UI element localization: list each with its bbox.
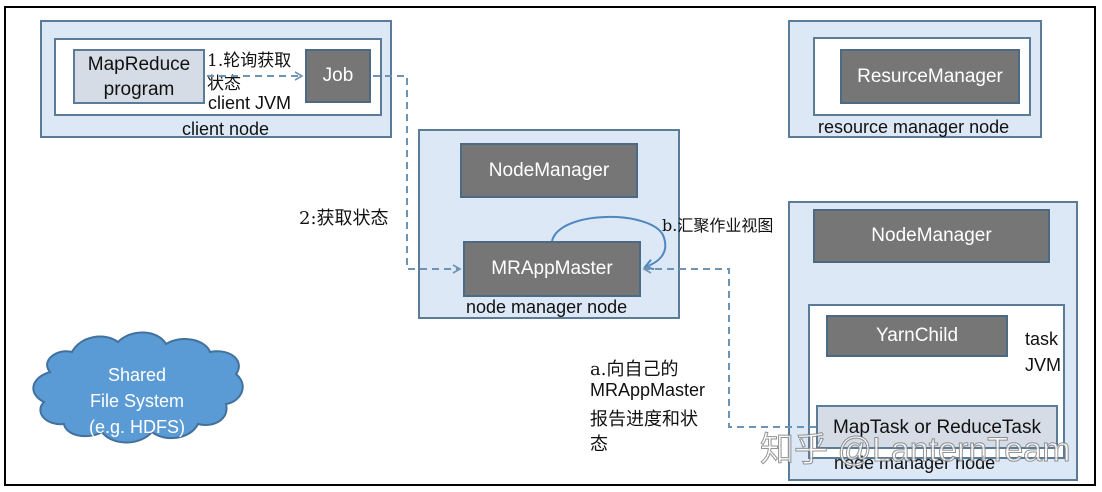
cloud-label: Shared File System (e.g. HDFS) (62, 362, 212, 440)
client-jvm-label: client JVM (208, 93, 292, 113)
task-node-label: node manager node (834, 453, 996, 473)
report-arrow (642, 264, 816, 428)
mapreduce-program-box: MapReduce program (73, 49, 205, 104)
task-jvm-label-1: task (1025, 329, 1059, 349)
poll-status-label-1: 1.轮询获取 (207, 51, 292, 71)
mrappmaster-label: MRAppMaster (491, 258, 613, 279)
report-label-4: 态 (590, 434, 608, 455)
resource-manager-node-label: resource manager node (818, 117, 1010, 137)
cloud-label-line3: (e.g. HDFS) (88, 417, 185, 437)
mrappmaster-box: MRAppMaster (463, 241, 641, 297)
maptask-label: MapTask or ReduceTask (832, 416, 1042, 438)
task-jvm-label-2: JVM (1025, 355, 1061, 375)
aggregate-label: b.汇聚作业视图 (662, 216, 774, 235)
nodemanager-label-2: NodeManager (871, 225, 992, 246)
nodemanager-box-2: NodeManager (813, 209, 1050, 263)
appmaster-node-label: node manager node (466, 297, 628, 317)
yarnchild-label: YarnChild (875, 325, 959, 346)
job-label: Job (322, 65, 354, 86)
maptask-box: MapTask or ReduceTask (816, 405, 1058, 449)
cloud-label-line2: File System (89, 391, 185, 411)
yarnchild-box: YarnChild (826, 315, 1008, 357)
mapreduce-program-label: MapReduce program (87, 53, 191, 100)
resource-manager-label: ResurceManager (857, 65, 1003, 87)
cloud-label-line1: Shared (107, 365, 167, 385)
get-status-arrow (373, 75, 462, 274)
client-node-label: client node (182, 119, 270, 139)
shared-fs-cloud (32, 331, 244, 444)
resource-manager-box: ResurceManager (840, 49, 1020, 104)
report-label-3: 报告进度和状 (590, 409, 698, 430)
nodemanager-label-1: NodeManager (488, 159, 610, 181)
watermark: 知乎 @LanternTeam (759, 431, 1071, 470)
get-status-label: 2:获取状态 (299, 208, 389, 229)
poll-status-label-2: 状态 (207, 74, 241, 94)
nodemanager-box-1: NodeManager (460, 143, 638, 198)
job-box: Job (305, 49, 371, 103)
report-label-1: a.向自己的 (590, 359, 679, 380)
report-label-2: MRAppMaster (590, 380, 706, 400)
aggregate-loop-arrow (551, 215, 667, 271)
